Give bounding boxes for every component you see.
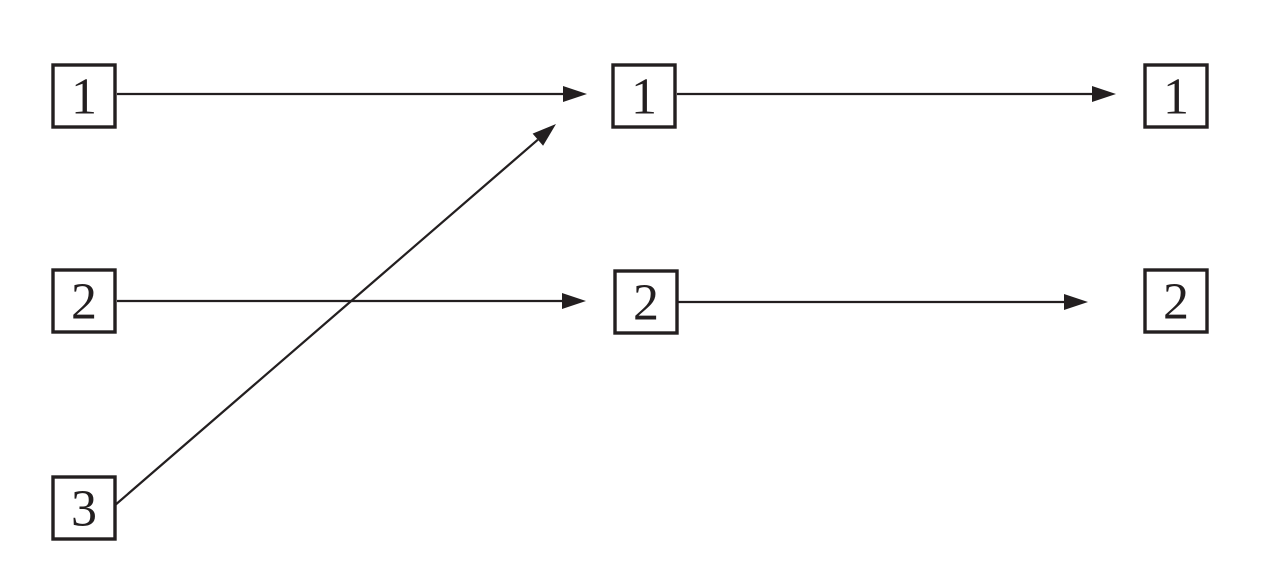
arrowhead-icon-left-2-to-mid-2	[562, 293, 586, 309]
node-box-mid-2	[613, 269, 679, 335]
node-label-left-1: 1	[71, 69, 97, 126]
node-left-1: 1	[51, 63, 117, 129]
node-box-mid-1	[611, 63, 677, 129]
node-box-left-2	[51, 268, 117, 334]
arrowhead-icon-mid-2-to-right-2	[1064, 294, 1088, 310]
node-label-left-2: 2	[71, 274, 97, 331]
node-box-right-1	[1143, 63, 1209, 129]
arrowhead-icon-left-3-to-mid-1	[532, 124, 556, 146]
node-right-2: 2	[1143, 268, 1209, 334]
node-left-2: 2	[51, 268, 117, 334]
node-label-mid-2: 2	[633, 275, 659, 332]
node-box-right-2	[1143, 268, 1209, 334]
node-label-right-1: 1	[1163, 69, 1189, 126]
node-label-left-3: 3	[71, 481, 97, 538]
node-label-mid-1: 1	[631, 69, 657, 126]
arrowhead-icon-mid-1-to-right-1	[1092, 86, 1116, 102]
node-right-1: 1	[1143, 63, 1209, 129]
node-label-right-2: 2	[1163, 274, 1189, 331]
node-left-3: 3	[51, 475, 117, 541]
node-box-left-3	[51, 475, 117, 541]
node-mid-1: 1	[611, 63, 677, 129]
node-mid-2: 2	[613, 269, 679, 335]
arrowhead-icon-left-1-to-mid-1	[563, 86, 587, 102]
edge-line-left-3-to-mid-1	[113, 138, 539, 507]
node-box-left-1	[51, 63, 117, 129]
